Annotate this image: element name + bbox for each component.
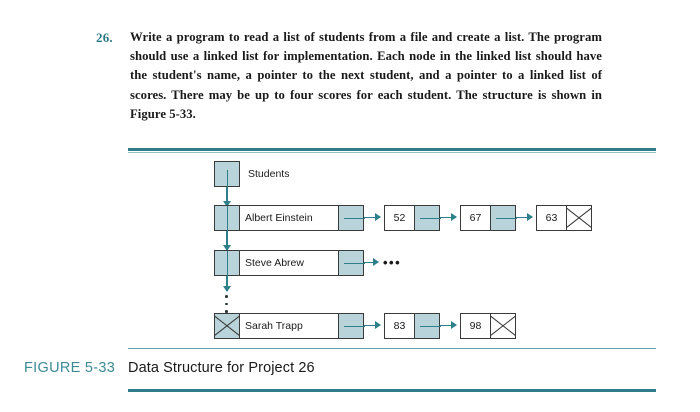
- arrow-score-83-to-score-98: [440, 321, 457, 330]
- arrow-student-1-to-student-2: [222, 231, 231, 251]
- score-value: 83: [393, 319, 406, 332]
- score-node-52-next-cell: [414, 205, 441, 231]
- student-2-name-cell: Steve Abrew: [239, 250, 339, 276]
- student-1-next-pointer-stub: [226, 206, 228, 232]
- figure-title: Data Structure for Project 26: [128, 360, 315, 376]
- student-3-null-next-pointer-icon: [214, 313, 240, 339]
- figure-label: FIGURE 5-33: [24, 360, 116, 376]
- score-value: 98: [469, 319, 482, 332]
- figure-top-rule-thick: [128, 148, 656, 151]
- figure-top-rule-thin: [128, 151, 656, 153]
- problem-text: Write a program to read a list of studen…: [130, 30, 602, 121]
- student-2-scores-ellipsis: •••: [383, 255, 402, 270]
- student-2-scores-pointer-cell: [338, 250, 365, 276]
- arrow-student-2-to-scores: [364, 258, 379, 267]
- head-pointer-stub: [226, 170, 228, 188]
- figure-caption: FIGURE 5-33 Data Structure for Project 2…: [24, 354, 664, 382]
- student-2-next-pointer-stub: [226, 251, 228, 277]
- student-3-name-cell: Sarah Trapp: [239, 313, 339, 339]
- caption-bottom-rule: [128, 389, 656, 392]
- score-node-value-52: 52: [384, 205, 415, 231]
- score-node-67-next-stub: [496, 217, 517, 219]
- score-value: 63: [545, 211, 558, 224]
- arrow-student-2-to-next: [222, 276, 231, 292]
- score-node-value-63: 63: [536, 205, 567, 231]
- score-node-63-null-pointer-icon: [566, 205, 592, 231]
- student-2-next-pointer-cell: [214, 250, 240, 277]
- score-node-value-83: 83: [384, 313, 415, 339]
- problem-number: 26.: [96, 30, 113, 45]
- head-pointer-box: [214, 161, 240, 188]
- arrow-student-3-to-score-1: [364, 321, 381, 330]
- student-1-scores-pointer-cell: [338, 205, 365, 231]
- caption-top-rule: [128, 348, 656, 350]
- student-1-scores-pointer-stub: [344, 217, 365, 219]
- score-node-67-next-cell: [490, 205, 517, 231]
- score-value: 52: [393, 211, 406, 224]
- arrow-score-67-to-score-63: [516, 213, 533, 222]
- student-3-scores-pointer-stub: [344, 325, 365, 327]
- student-3-name: Sarah Trapp: [245, 319, 303, 332]
- problem-statement: 26. Write a program to read a list of st…: [96, 28, 602, 124]
- score-node-value-98: 98: [460, 313, 491, 339]
- student-1-next-pointer-cell: [214, 205, 240, 232]
- score-node-value-67: 67: [460, 205, 491, 231]
- arrow-students-to-student-1: [222, 187, 231, 207]
- student-2-scores-pointer-stub: [344, 262, 365, 264]
- student-1-name: Albert Einstein: [245, 211, 313, 224]
- score-node-52-next-stub: [420, 217, 441, 219]
- score-value: 67: [469, 211, 482, 224]
- student-3-scores-pointer-cell: [338, 313, 365, 339]
- students-vertical-ellipsis: [224, 295, 230, 313]
- score-node-83-next-cell: [414, 313, 441, 339]
- student-2-name: Steve Abrew: [245, 256, 304, 269]
- arrow-score-52-to-score-67: [440, 213, 457, 222]
- score-node-83-next-stub: [420, 325, 441, 327]
- score-node-98-null-pointer-icon: [490, 313, 516, 339]
- head-pointer-label: Students: [248, 168, 290, 180]
- student-1-name-cell: Albert Einstein: [239, 205, 339, 231]
- arrow-student-1-to-score-1: [364, 213, 381, 222]
